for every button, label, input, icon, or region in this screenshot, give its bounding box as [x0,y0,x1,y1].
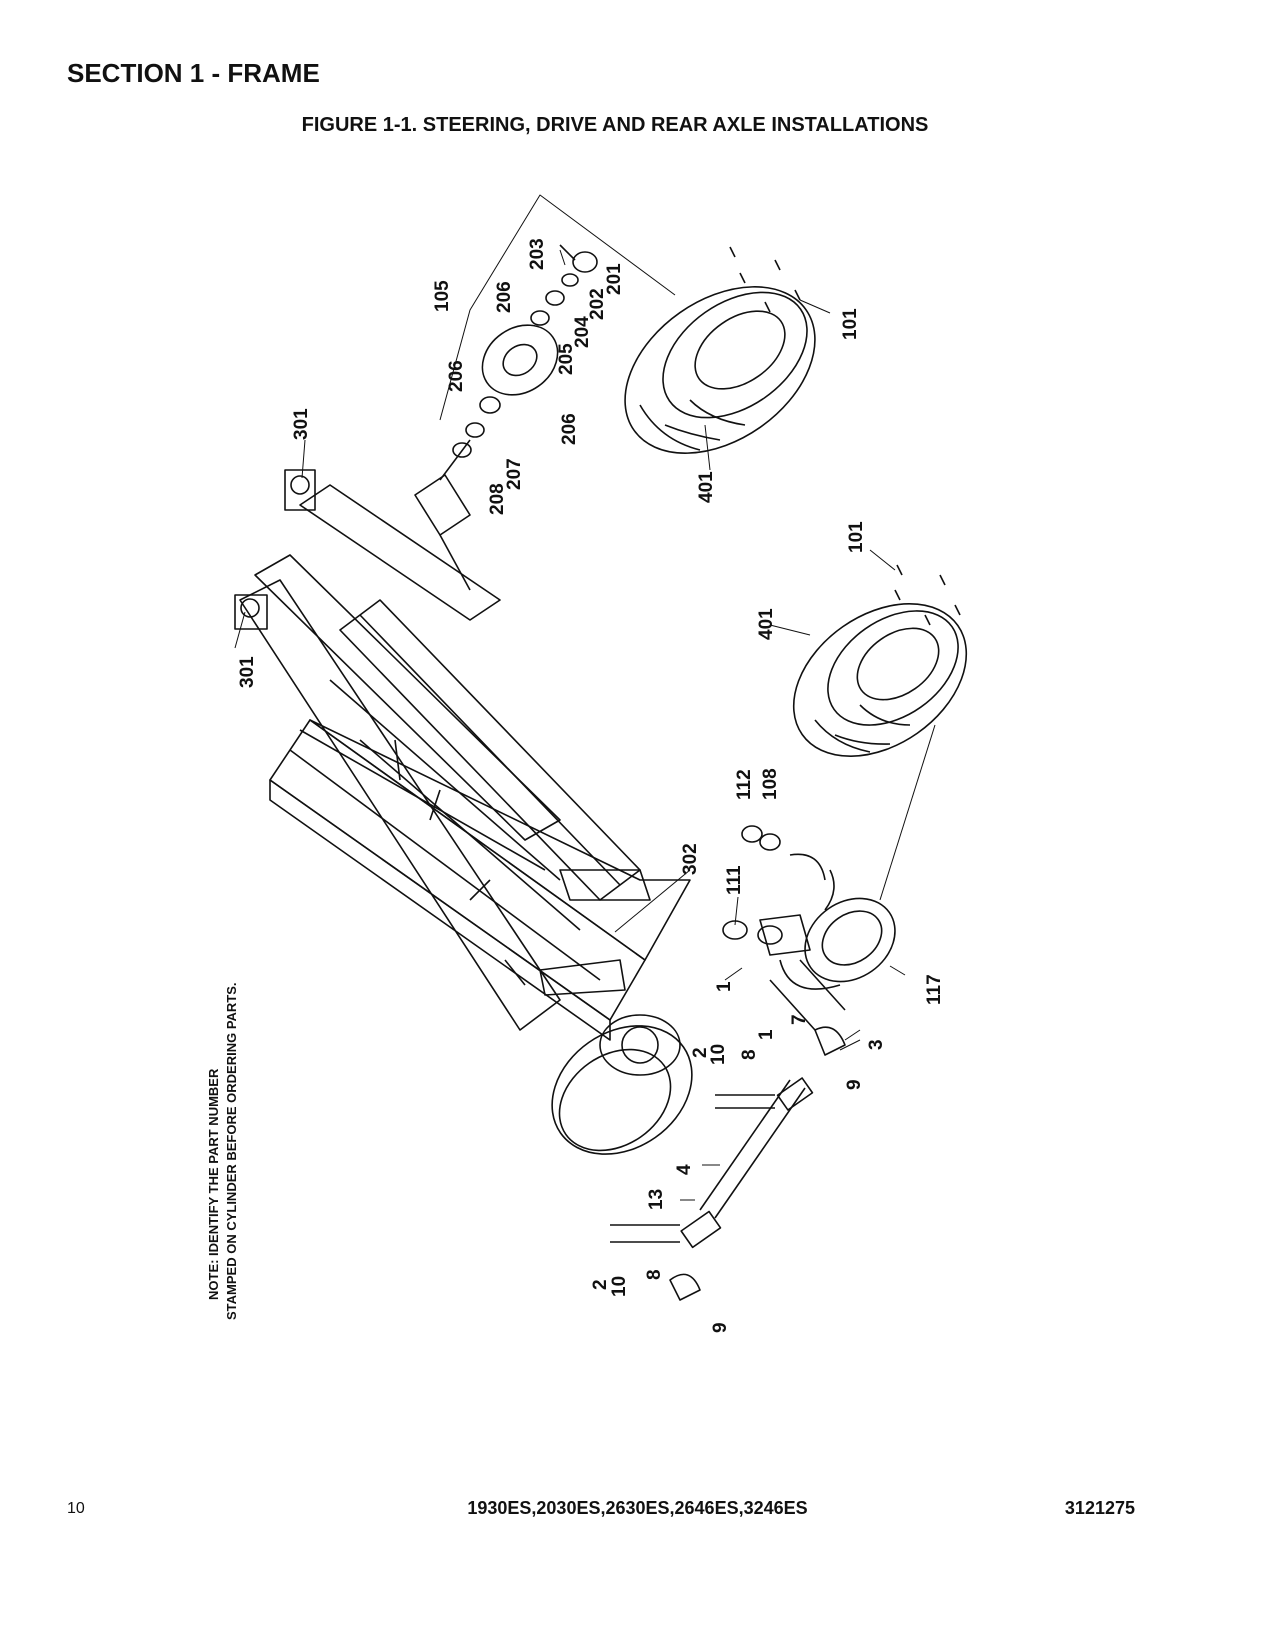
callout-labels: 105 203 206 201 202 204 205 206 206 207 … [237,238,945,1333]
callout-203: 203 [527,238,548,270]
callout-206: 206 [446,360,467,392]
callout-13: 13 [646,1189,667,1210]
callout-101: 101 [840,308,861,340]
callout-205: 205 [556,343,577,375]
doc-number: 3121275 [1064,1498,1135,1518]
page-number: 10 [67,1500,85,1517]
drive-wheel [551,1014,693,1155]
callout-4: 4 [674,1164,695,1175]
callout-206: 206 [559,413,580,445]
callout-10: 10 [708,1044,729,1065]
leader-lines [234,194,936,1201]
bolts [729,246,961,626]
upper-wheel [624,286,816,454]
callout-8: 8 [644,1269,665,1280]
section-title: SECTION 1 - FRAME [67,58,320,88]
callout-10: 10 [609,1276,630,1297]
callout-401: 401 [756,608,777,640]
callout-108: 108 [760,768,781,800]
note-line-1: NOTE: IDENTIFY THE PART NUMBER [206,1068,221,1300]
callout-8: 8 [739,1049,760,1060]
callout-7: 7 [789,1014,810,1025]
callout-3: 3 [866,1039,887,1050]
callout-105: 105 [432,280,453,312]
callout-112: 112 [734,769,755,800]
figure-title: FIGURE 1-1. STEERING, DRIVE AND REAR AXL… [301,114,929,136]
callout-204: 204 [572,316,593,348]
note-block: NOTE: IDENTIFY THE PART NUMBER STAMPED O… [206,982,239,1320]
note-line-2: STAMPED ON CYLINDER BEFORE ORDERING PART… [224,982,239,1320]
callout-302: 302 [680,843,701,875]
callout-301: 301 [237,656,258,688]
callout-9: 9 [710,1322,731,1333]
callout-2: 2 [690,1047,711,1058]
callout-117: 117 [924,974,945,1005]
callout-101: 101 [846,521,867,553]
callout-208: 208 [487,483,508,515]
footer-models: 1930ES,2030ES,2630ES,2646ES,3246ES [467,1498,808,1518]
frame [234,469,691,1041]
callout-206: 206 [494,281,515,313]
callout-401: 401 [696,471,717,503]
callout-207: 207 [504,458,525,490]
lower-wheel [792,603,968,757]
callout-2: 2 [590,1279,611,1290]
hub-assembly [439,244,598,481]
steering-hub [757,869,896,1031]
callout-1: 1 [714,981,735,992]
steering-cylinder [610,1026,846,1301]
callout-1: 1 [756,1029,777,1040]
callout-301: 301 [291,408,312,440]
callout-201: 201 [604,263,625,295]
callout-111: 111 [724,865,745,895]
callout-9: 9 [844,1079,865,1090]
callout-202: 202 [587,288,608,320]
